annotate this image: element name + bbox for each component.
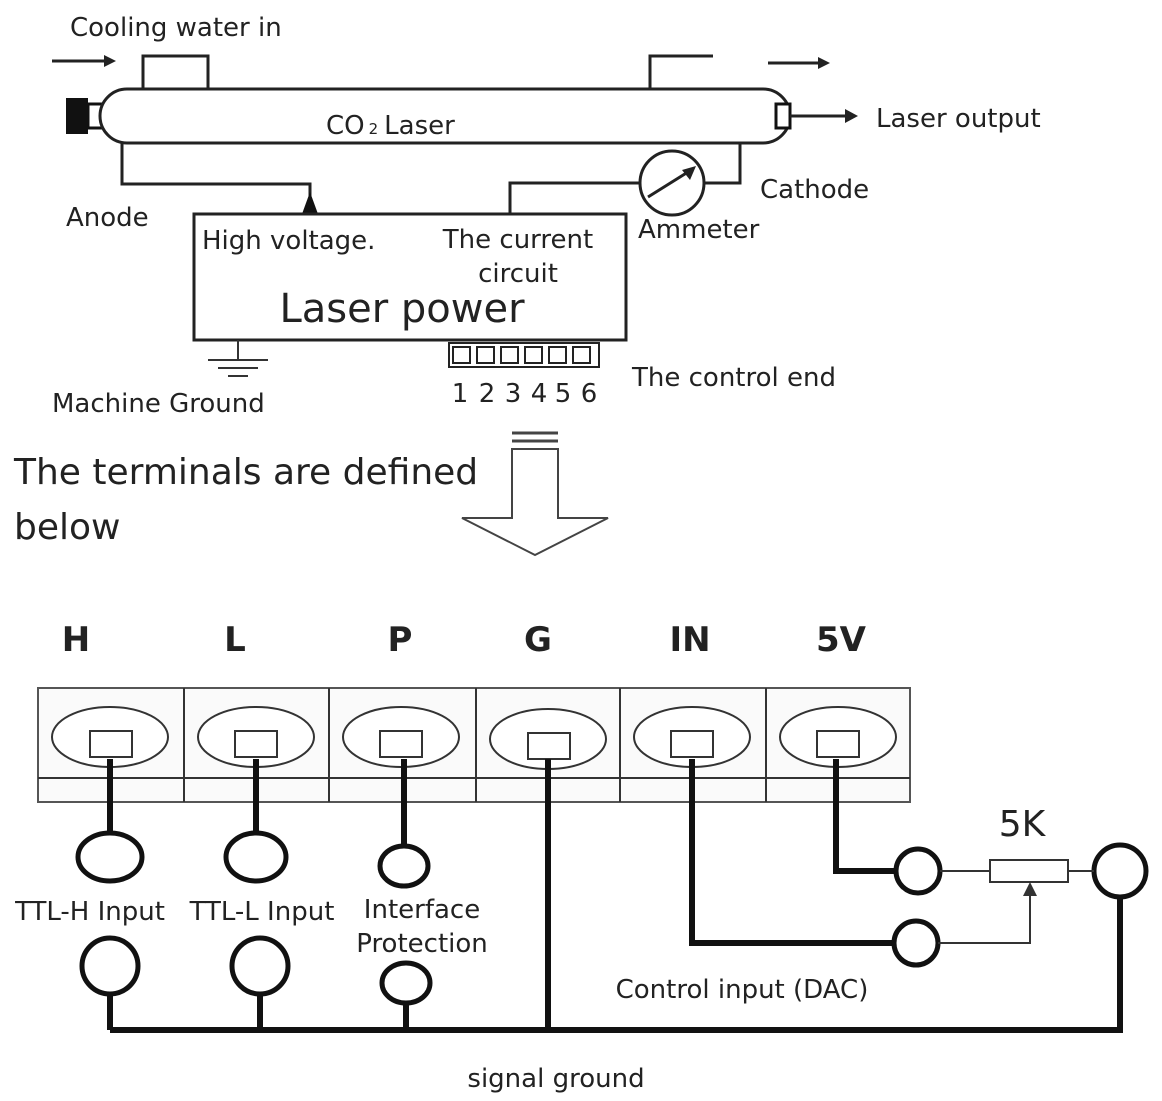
current-circuit-label-line1: The current xyxy=(442,225,593,255)
signal-ground-label: signal ground xyxy=(467,1064,644,1094)
terminal-label-l: L xyxy=(224,620,246,660)
ttl-h-terminal-ring xyxy=(75,830,145,884)
current-circuit-wire xyxy=(508,181,640,214)
resistor-ground-ring xyxy=(1091,842,1149,900)
wiper-arrow-icon xyxy=(1023,882,1037,896)
machine-ground-icon xyxy=(208,340,268,377)
terminal-screw-5v xyxy=(779,706,897,768)
cooling-water-inlet-arrow xyxy=(52,55,116,67)
tube-rear-cap xyxy=(66,98,88,134)
in-terminal-wire xyxy=(689,759,892,946)
control-input-label: Control input (DAC) xyxy=(616,975,869,1005)
laser-output-arrow-icon xyxy=(845,109,858,123)
control-end-connector xyxy=(448,342,600,368)
pin-number: 1 xyxy=(452,379,469,409)
wiper-wire xyxy=(938,892,1031,944)
interface-ground-ring xyxy=(379,960,433,1006)
current-circuit-label-line2: circuit xyxy=(478,259,558,289)
terminal-screw-g xyxy=(489,708,607,770)
water-outlet-pipe xyxy=(648,54,713,89)
ttl-l-ground-ring xyxy=(229,935,291,997)
ttl-l-input-label: TTL-L Input xyxy=(189,897,335,927)
ammeter-needle xyxy=(647,170,689,199)
transition-heading-line2: below xyxy=(14,507,120,548)
control-end-label: The control end xyxy=(631,363,836,393)
water-inlet-pipe xyxy=(141,54,210,89)
terminal-label-5v: 5V xyxy=(816,620,867,660)
resistor-label: 5K xyxy=(999,804,1047,845)
terminal-label-p: P xyxy=(388,620,413,660)
ttl-h-input-label: TTL-H Input xyxy=(14,897,165,927)
laser-power-label: Laser power xyxy=(279,286,525,332)
ammeter-label: Ammeter xyxy=(638,215,760,245)
interface-terminal-ring xyxy=(377,843,431,889)
cathode-label: Cathode xyxy=(760,175,869,205)
pin-number: 5 xyxy=(555,379,572,409)
terminal-label-g: G xyxy=(524,620,552,660)
anode-label: Anode xyxy=(66,203,149,233)
signal-ground-bus xyxy=(110,895,1123,1033)
control-input-ring xyxy=(891,918,941,968)
pin-number: 2 xyxy=(479,379,496,409)
5v-terminal-wire xyxy=(833,759,896,874)
terminal-screw-h xyxy=(51,706,169,768)
terminal-block xyxy=(37,687,911,803)
5v-ring xyxy=(893,846,943,896)
pin-number: 4 xyxy=(531,379,548,409)
terminal-label-in: IN xyxy=(669,620,710,660)
anode-wire xyxy=(120,143,312,200)
terminal-screw-l xyxy=(197,706,315,768)
cooling-water-in-label: Cooling water in xyxy=(70,13,282,43)
cooling-water-outlet-arrow xyxy=(768,57,830,69)
transition-heading-line1: The terminals are defined xyxy=(13,452,478,493)
high-voltage-label: High voltage. xyxy=(202,226,375,256)
ammeter-needle-arrow-icon xyxy=(682,166,696,180)
ttl-l-terminal-ring xyxy=(223,830,289,884)
laser-power-box xyxy=(192,212,628,342)
ttl-h-ground-ring xyxy=(79,935,141,997)
terminal-label-h: H xyxy=(62,620,90,660)
machine-ground-label: Machine Ground xyxy=(52,389,265,419)
pin-number: 6 xyxy=(581,379,598,409)
cathode-wire xyxy=(704,143,742,185)
interface-protection-label-line1: Interface xyxy=(364,895,480,925)
pin-number: 3 xyxy=(505,379,522,409)
laser-output-label: Laser output xyxy=(876,104,1041,134)
high-voltage-terminal xyxy=(302,192,318,214)
terminal-screw-p xyxy=(342,706,460,768)
interface-protection-label-line2: Protection xyxy=(356,929,488,959)
down-arrow-icon xyxy=(461,431,609,557)
potentiometer-5k xyxy=(989,859,1069,883)
tube-output-mount xyxy=(774,102,792,130)
terminal-screw-in xyxy=(633,706,751,768)
